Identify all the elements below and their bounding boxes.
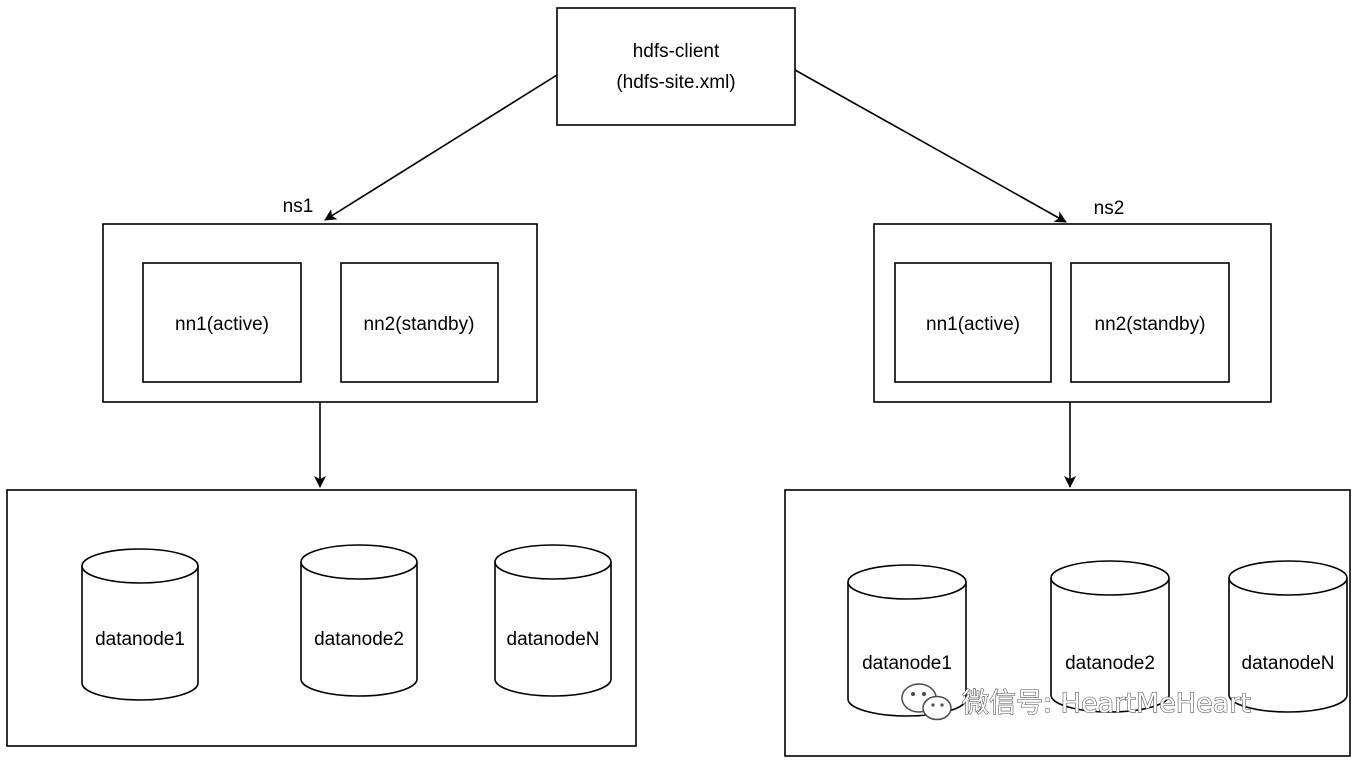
namespace-ns1: ns1 nn1(active) nn2(standby) <box>102 196 538 403</box>
hdfs-client-config-label: (hdfs-site.xml) <box>616 72 735 93</box>
namenode-box: nn2(standby) <box>340 262 499 383</box>
datanode-label: datanode1 <box>95 629 185 650</box>
watermark-text: 微信号: HeartMeHeart <box>962 688 1251 719</box>
datanode-cylinder: datanodeN <box>494 544 612 697</box>
hdfs-client-label: hdfs-client <box>633 41 720 62</box>
namenode-box: nn2(standby) <box>1070 262 1230 383</box>
arrow-client-to-ns2 <box>794 69 1067 223</box>
datanode-label: datanodeN <box>1242 653 1335 674</box>
namenode-label: nn2(standby) <box>364 314 475 335</box>
datanode-cylinder: datanode1 <box>81 548 199 701</box>
wechat-icon <box>901 683 952 721</box>
namespace-ns2: ns2 nn1(active) nn2(standby) <box>873 198 1272 403</box>
datanode-pool-ns2: datanode1 datanode2 datanodeN <box>784 489 1351 757</box>
namenode-box: nn1(active) <box>142 262 302 383</box>
datanode-label: datanodeN <box>507 629 600 650</box>
datanode-pool-ns1: datanode1 datanode2 datanodeN <box>6 489 637 747</box>
hdfs-client-box: hdfs-client (hdfs-site.xml) <box>556 7 796 126</box>
namenode-label: nn2(standby) <box>1095 314 1206 335</box>
datanode-cylinder: datanode2 <box>300 544 418 697</box>
datanode-label: datanode1 <box>862 653 952 674</box>
datanode-cylinder: datanode2 <box>1050 560 1170 713</box>
namenode-label: nn1(active) <box>926 314 1020 335</box>
namenode-box: nn1(active) <box>894 262 1052 383</box>
arrow-client-to-ns1 <box>324 74 558 221</box>
namenode-label: nn1(active) <box>175 314 269 335</box>
datanode-label: datanode2 <box>1065 653 1155 674</box>
namespace-label: ns2 <box>1094 198 1125 219</box>
watermark: 微信号: HeartMeHeart <box>901 683 1251 721</box>
datanode-label: datanode2 <box>314 629 404 650</box>
datanode-cylinder: datanodeN <box>1228 560 1348 713</box>
datanode-cylinder: datanode1 <box>847 564 967 717</box>
namespace-label: ns1 <box>283 196 314 217</box>
